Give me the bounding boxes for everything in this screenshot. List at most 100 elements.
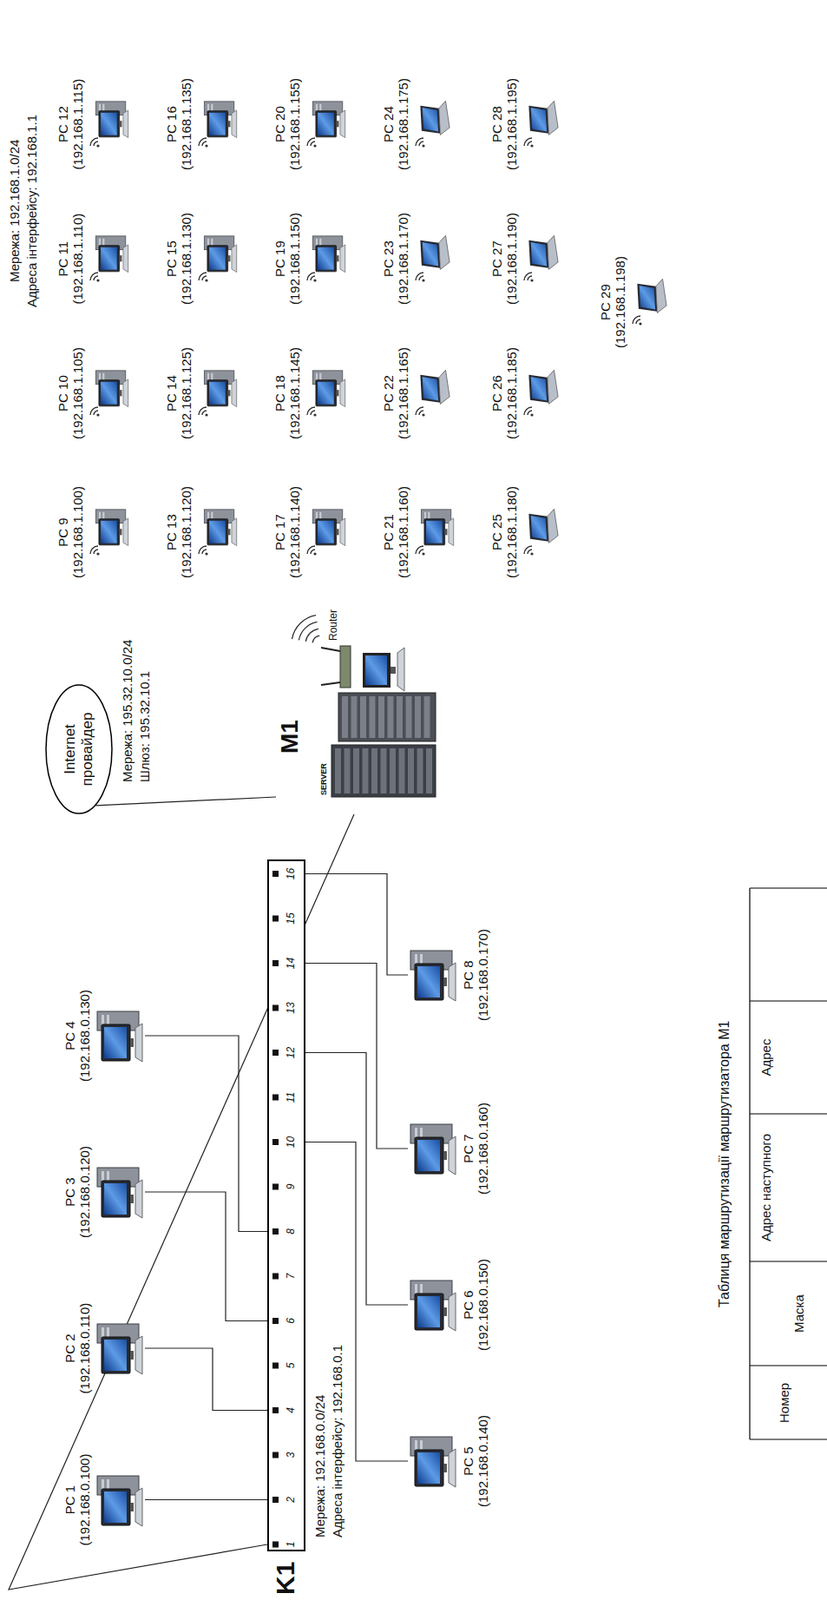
laptop-icon xyxy=(528,369,558,404)
ip-address: (192.168.1.140) xyxy=(287,484,302,580)
port-number: 5 xyxy=(284,1362,297,1369)
rack-unit xyxy=(351,695,358,738)
laptop-icon xyxy=(420,100,450,135)
ip-address: (192.168.1.125) xyxy=(178,345,194,441)
rack-unit xyxy=(396,695,403,738)
rack-unit xyxy=(369,695,376,738)
wireless-pc: PC 17(192.168.1.140) xyxy=(272,484,348,580)
rack-unit xyxy=(399,748,406,794)
wireless-pc: PC 19(192.168.1.150) xyxy=(272,210,348,307)
table-line xyxy=(749,1112,827,1114)
port-number: 15 xyxy=(284,912,297,924)
network-label: Адреса інтерфейсу: 192.168.1.1 xyxy=(24,112,40,309)
server-illustration xyxy=(275,597,441,814)
wifi-symbol xyxy=(524,137,534,148)
switch-port xyxy=(272,1094,279,1101)
port-number: 9 xyxy=(284,1183,297,1190)
desktop-icon xyxy=(312,236,345,273)
isp-ellipse: Internet провайдер xyxy=(45,683,113,814)
wireless-pc: PC 10(192.168.1.105) xyxy=(55,345,132,441)
pc-name: PC 27 xyxy=(489,238,505,279)
rack-unit xyxy=(380,748,388,794)
network-label: Шлюз: 195.32.10.1 xyxy=(137,669,153,784)
wireless-pc: PC 20(192.168.1.155) xyxy=(272,76,348,172)
network-cable xyxy=(96,796,277,806)
wireless-pc: PC 15(192.168.1.130) xyxy=(164,210,240,307)
ip-address: (192.168.0.120) xyxy=(77,1143,92,1240)
rack-unit xyxy=(353,748,360,794)
wifi-symbol xyxy=(524,545,534,556)
pc-icon xyxy=(407,946,459,1003)
device-name: K1 xyxy=(270,1561,301,1595)
table-header: Адрес наступного xyxy=(758,1131,775,1243)
table-line xyxy=(749,886,827,888)
port-number: 8 xyxy=(284,1227,297,1234)
workstation: PC 6(192.168.0.150) xyxy=(407,1256,491,1353)
network-cable xyxy=(144,1498,268,1500)
pc-name: PC 26 xyxy=(489,373,505,414)
pc-icon xyxy=(87,98,132,150)
ip-address: (192.168.1.185) xyxy=(504,345,519,441)
wifi-symbol xyxy=(198,137,209,148)
switch-port xyxy=(272,1049,279,1056)
workstation: PC 1(192.168.0.100) xyxy=(62,1451,145,1548)
wifi-symbol xyxy=(524,272,534,283)
pc-icon xyxy=(87,506,132,558)
desktop-icon xyxy=(97,1323,143,1374)
port-number: 4 xyxy=(284,1406,297,1413)
pc-icon xyxy=(630,276,670,328)
laptop-icon xyxy=(420,235,450,270)
network-cable xyxy=(144,1035,268,1232)
switch-port xyxy=(272,1451,279,1458)
wireless-pc: PC 18(192.168.1.145) xyxy=(272,345,348,441)
desktop-icon xyxy=(312,370,345,407)
pc-name: PC 7 xyxy=(460,1131,476,1164)
pc-name: PC 23 xyxy=(380,238,396,279)
wifi-symbol xyxy=(415,272,426,283)
table-header: Адрес xyxy=(758,1037,775,1078)
wifi-symbol xyxy=(198,272,209,283)
pc-name: PC 2 xyxy=(62,1331,78,1364)
network-label: Мережа: 192.168.1.0/24 xyxy=(6,137,23,284)
port-number: 10 xyxy=(284,1135,297,1148)
wifi-symbol xyxy=(198,406,209,417)
ip-address: (192.168.0.130) xyxy=(77,987,92,1083)
wireless-pc: PC 26(192.168.1.185) xyxy=(489,345,562,441)
pc-icon xyxy=(407,1120,459,1176)
pc-name: PC 21 xyxy=(380,511,396,552)
ip-address: (192.168.1.175) xyxy=(395,76,411,172)
ip-address: (192.168.1.190) xyxy=(504,210,519,307)
desktop-icon xyxy=(95,370,128,407)
switch-port xyxy=(272,959,279,966)
pc-icon xyxy=(413,506,457,558)
ip-address: (192.168.1.110) xyxy=(70,211,86,307)
pc-icon xyxy=(196,98,240,150)
ip-address: (192.168.1.195) xyxy=(504,76,519,172)
ip-address: (192.168.1.150) xyxy=(287,210,302,307)
provider-name: Internet провайдер xyxy=(61,701,97,797)
pc-name: PC 24 xyxy=(380,104,396,145)
desktop-icon xyxy=(410,950,456,1001)
table-line xyxy=(749,1437,827,1439)
radio-wave xyxy=(298,621,317,640)
pc-name: PC 15 xyxy=(164,238,179,279)
rack-unit xyxy=(424,695,431,738)
wireless-pc: PC 25(192.168.1.180) xyxy=(489,484,562,580)
ip-address: (192.168.0.150) xyxy=(475,1256,491,1353)
ip-address: (192.168.1.160) xyxy=(395,484,411,580)
ip-address: (192.168.1.155) xyxy=(287,76,302,172)
ip-address: (192.168.0.140) xyxy=(475,1412,491,1509)
table-line xyxy=(749,1364,827,1366)
rack-unit xyxy=(426,748,433,794)
antenna xyxy=(321,682,341,685)
switch-port xyxy=(272,1227,279,1234)
desktop-icon xyxy=(410,1279,456,1331)
device-name: M1 xyxy=(275,719,304,754)
wifi-symbol xyxy=(90,137,100,148)
network-switch: K112345678910111213141516 xyxy=(267,859,306,1551)
wireless-pc: PC 14(192.168.1.125) xyxy=(164,345,240,441)
workstation: PC 4(192.168.0.130) xyxy=(62,987,145,1083)
server-label: SERVER xyxy=(319,762,329,795)
workstation: PC 2(192.168.0.110) xyxy=(62,1300,145,1396)
